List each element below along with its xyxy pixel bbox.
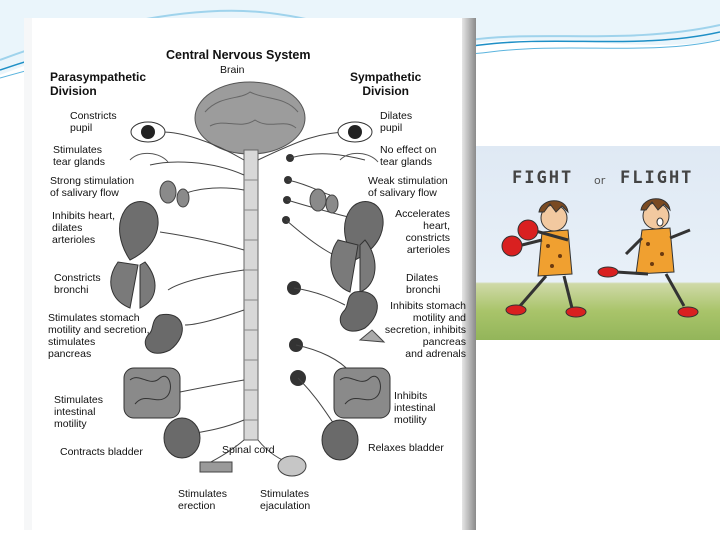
symp-effect-bladder: Relaxes bladder [368,442,444,454]
symp-effect-pupil: Dilates pupil [380,110,412,134]
intestine-icon-right [334,368,390,418]
symp-effect-intestine: Inhibits intestinal motility [394,390,435,426]
para-effect-erection: Stimulates erection [178,488,227,512]
sympathetic-heading: Sympathetic Division [350,70,421,98]
bladder-icon-left [164,418,200,458]
stomach-icon-left [145,314,182,353]
eye-icon-right [338,122,372,142]
salivary-gland-icon-right [310,189,338,213]
para-effect-intestine: Stimulates intestinal motility [54,394,103,430]
symp-effect-heart: Accelerates heart, constricts arterioles [386,208,450,256]
intestine-icon-left [124,368,180,418]
heart-icon-left [120,202,159,260]
sympathetic-ganglia [282,154,306,386]
caveman-fighter-icon [502,201,586,317]
para-effect-pupil: Constricts pupil [70,110,117,134]
eye-icon-left [131,122,165,142]
parasympathetic-heading: Parasympathetic Division [50,70,146,98]
brain-icon [195,82,305,154]
symp-effect-salivary: Weak stimulation of salivary flow [368,175,448,199]
lungs-icon-right [331,240,375,292]
brain-label: Brain [220,64,245,76]
lungs-icon-left [111,262,155,308]
symp-effect-stomach: Inhibits stomach motility and secretion,… [370,300,466,360]
para-effect-heart: Inhibits heart, dilates arterioles [52,210,115,246]
spinal-cord-label: Spinal cord [222,444,275,456]
bladder-icon-right [322,420,358,460]
tear-gland-icon-right [340,153,378,162]
para-effect-bronchi: Constricts bronchi [54,272,101,296]
fight-or-flight-cartoon: FIGHT or FLIGHT [476,146,720,340]
tear-gland-icon-left [130,153,168,162]
genital-icon-left [200,462,232,472]
caveman-fleeing-icon [598,199,698,317]
para-effect-bladder: Contracts bladder [60,446,143,458]
spinal-cord-icon [244,150,258,440]
diagram-title: Central Nervous System [166,48,311,62]
symp-effect-ejaculation: Stimulates ejaculation [260,488,310,512]
para-effect-stomach: Stimulates stomach motility and secretio… [48,312,150,360]
symp-effect-bronchi: Dilates bronchi [406,272,440,296]
symp-effect-tear-glands: No effect on tear glands [380,144,436,168]
para-effect-salivary: Strong stimulation of salivary flow [50,175,134,199]
para-effect-tear-glands: Stimulates tear glands [53,144,105,168]
salivary-gland-icon-left [160,181,189,207]
genital-icon-right [278,456,306,476]
